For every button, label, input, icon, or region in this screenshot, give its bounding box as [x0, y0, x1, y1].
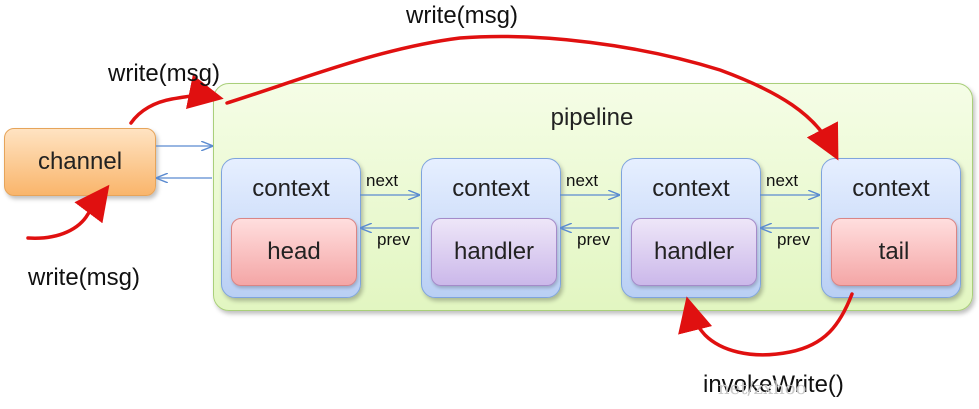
- context-label: context: [452, 175, 530, 202]
- prev-label: prev: [577, 230, 611, 249]
- handler-label: handler: [653, 238, 735, 265]
- context-label: context: [652, 175, 730, 202]
- write-top-label: write(msg): [406, 2, 518, 29]
- prev-label: prev: [777, 230, 811, 249]
- channel-label: channel: [37, 148, 123, 175]
- handler-box: handler: [431, 218, 557, 286]
- head-label: head: [267, 238, 321, 265]
- head-box: head: [231, 218, 357, 286]
- write-bottom-label: write(msg): [28, 264, 140, 291]
- watermark: net/zxhoo: [718, 378, 807, 399]
- context-label: context: [252, 175, 330, 202]
- red-arrow-channel-to-pipeline: [129, 74, 224, 125]
- invoke-write-label: invokeWrite(): [703, 371, 844, 398]
- pipeline-title: pipeline: [550, 104, 634, 131]
- prev-label: prev: [377, 230, 411, 249]
- next-label: next: [766, 171, 799, 190]
- red-arrow-to-channel: [26, 184, 110, 240]
- context-tail: context tail: [821, 158, 961, 298]
- context-label: context: [852, 175, 930, 202]
- handler-label: handler: [453, 238, 535, 265]
- tail-label: tail: [878, 238, 910, 265]
- context-handler-2: context handler: [621, 158, 761, 298]
- next-label: next: [566, 171, 599, 190]
- red-arrow-invoke-write: [678, 292, 854, 357]
- red-arrow-head-to-tail: [225, 34, 839, 161]
- context-handler-1: context handler: [421, 158, 561, 298]
- next-label: next: [366, 171, 399, 190]
- context-head: context head: [221, 158, 361, 298]
- handler-box: handler: [631, 218, 757, 286]
- write-channel-label: write(msg): [108, 60, 220, 87]
- tail-box: tail: [831, 218, 957, 286]
